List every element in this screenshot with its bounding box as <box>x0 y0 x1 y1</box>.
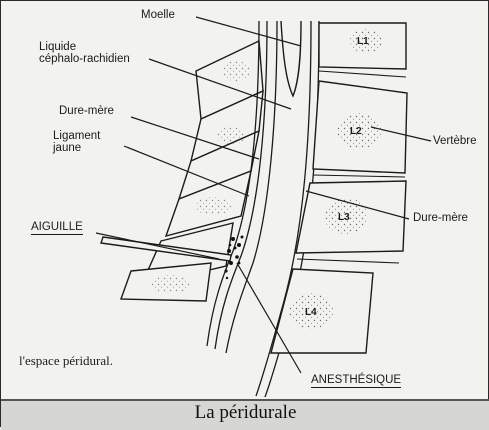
leader-lines <box>95 16 432 374</box>
vertebra-label-l1: L1 <box>357 36 369 47</box>
arch-speckles <box>151 61 250 293</box>
label-aiguille: AIGUILLE <box>31 221 83 235</box>
label-ligament-jaune: Ligament jaune <box>53 130 101 154</box>
vertebra-label-l2: L2 <box>350 126 362 137</box>
figure-caption: La péridurale <box>194 402 297 423</box>
label-anesthesique: ANESTHÉSIQUE <box>311 374 402 388</box>
label-dure-mere-right: Dure-mère <box>413 212 468 224</box>
caption-band <box>1 399 489 430</box>
epidural-lines <box>206 20 278 354</box>
label-lcr: Liquide céphalo-rachidien <box>39 41 130 65</box>
disc-lines <box>296 70 407 264</box>
vertebra-label-l4: L4 <box>305 307 317 318</box>
anatomy-drawing <box>95 16 432 398</box>
body-speckles <box>289 29 382 329</box>
label-espace-peridural: l'espace péridural. <box>19 353 114 368</box>
label-vertebre: Vertèbre <box>433 135 477 147</box>
spinal-cord <box>280 20 302 98</box>
vertebra-label-l3: L3 <box>338 212 350 223</box>
label-dure-mere-left: Dure-mère <box>59 105 114 117</box>
label-moelle: Moelle <box>141 9 175 21</box>
